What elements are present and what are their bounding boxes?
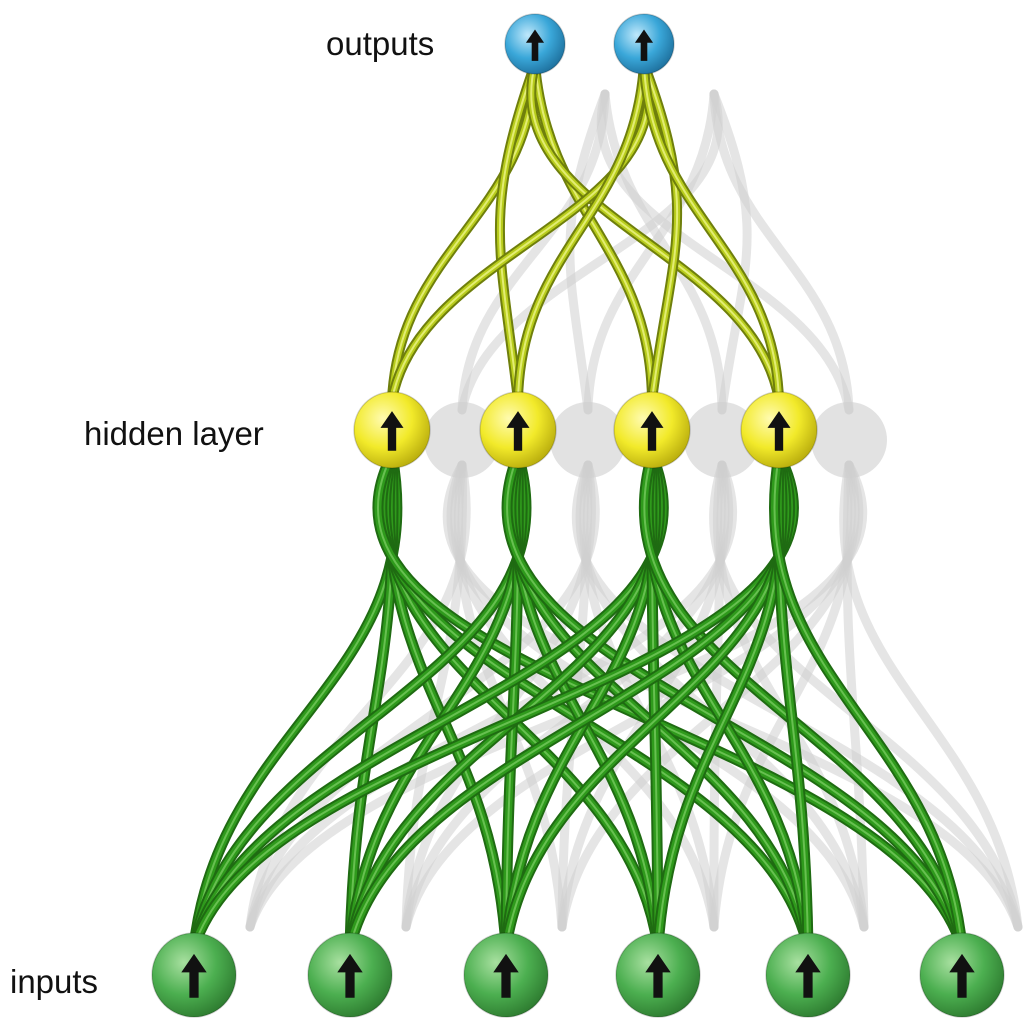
inputs-label: inputs: [10, 963, 99, 1000]
up-arrow-icon: [506, 411, 530, 451]
connection-edge-highlight: [506, 454, 963, 948]
connection-edge-highlight: [643, 63, 780, 401]
hidden-node: [353, 391, 431, 469]
up-arrow-icon: [181, 953, 207, 998]
input-node: [919, 932, 1005, 1018]
connection-edge-highlight: [391, 63, 536, 401]
up-arrow-icon: [380, 411, 404, 451]
hidden-node: [740, 391, 818, 469]
hidden-node: [613, 391, 691, 469]
up-arrow-icon: [767, 411, 791, 451]
connection-edge-highlight: [530, 63, 780, 401]
output-node: [504, 13, 566, 75]
outputs-label: outputs: [326, 25, 435, 62]
hidden-layer-label: hidden layer: [84, 415, 264, 452]
node-shadow: [811, 402, 887, 478]
connection-edge-highlight: [534, 63, 653, 401]
hidden-node: [479, 391, 557, 469]
connection-layer: [188, 59, 968, 953]
shadow-connection: [583, 89, 719, 415]
connection-edge-highlight: [773, 454, 963, 948]
shadow-connection: [571, 460, 1023, 932]
up-arrow-icon: [337, 953, 363, 998]
up-arrow-icon: [634, 29, 654, 61]
shadow-connection: [596, 89, 854, 415]
node-shadow: [684, 402, 760, 478]
shadow-connection: [709, 89, 854, 415]
up-arrow-icon: [795, 953, 821, 998]
node-layer: [151, 13, 1005, 1018]
shadow-connection: [457, 89, 610, 415]
up-arrow-icon: [645, 953, 671, 998]
shadow-connection: [709, 460, 1023, 932]
up-arrow-icon: [949, 953, 975, 998]
node-shadow: [550, 402, 626, 478]
node-shadow: [424, 402, 500, 478]
shadow-connection: [709, 89, 752, 415]
connection-edge-highlight: [498, 63, 536, 401]
output-node: [613, 13, 675, 75]
connection-edge-highlight: [391, 63, 650, 401]
connection-edge-highlight: [643, 63, 679, 401]
up-arrow-icon: [525, 29, 545, 61]
input-node: [307, 932, 393, 1018]
connection-edge-highlight: [517, 63, 645, 401]
up-arrow-icon: [493, 953, 519, 998]
input-node: [463, 932, 549, 1018]
up-arrow-icon: [640, 411, 664, 451]
input-node: [765, 932, 851, 1018]
connection-edge-highlight: [643, 454, 963, 948]
input-node: [615, 932, 701, 1018]
input-node: [151, 932, 237, 1018]
shadow-connection: [839, 460, 1023, 932]
